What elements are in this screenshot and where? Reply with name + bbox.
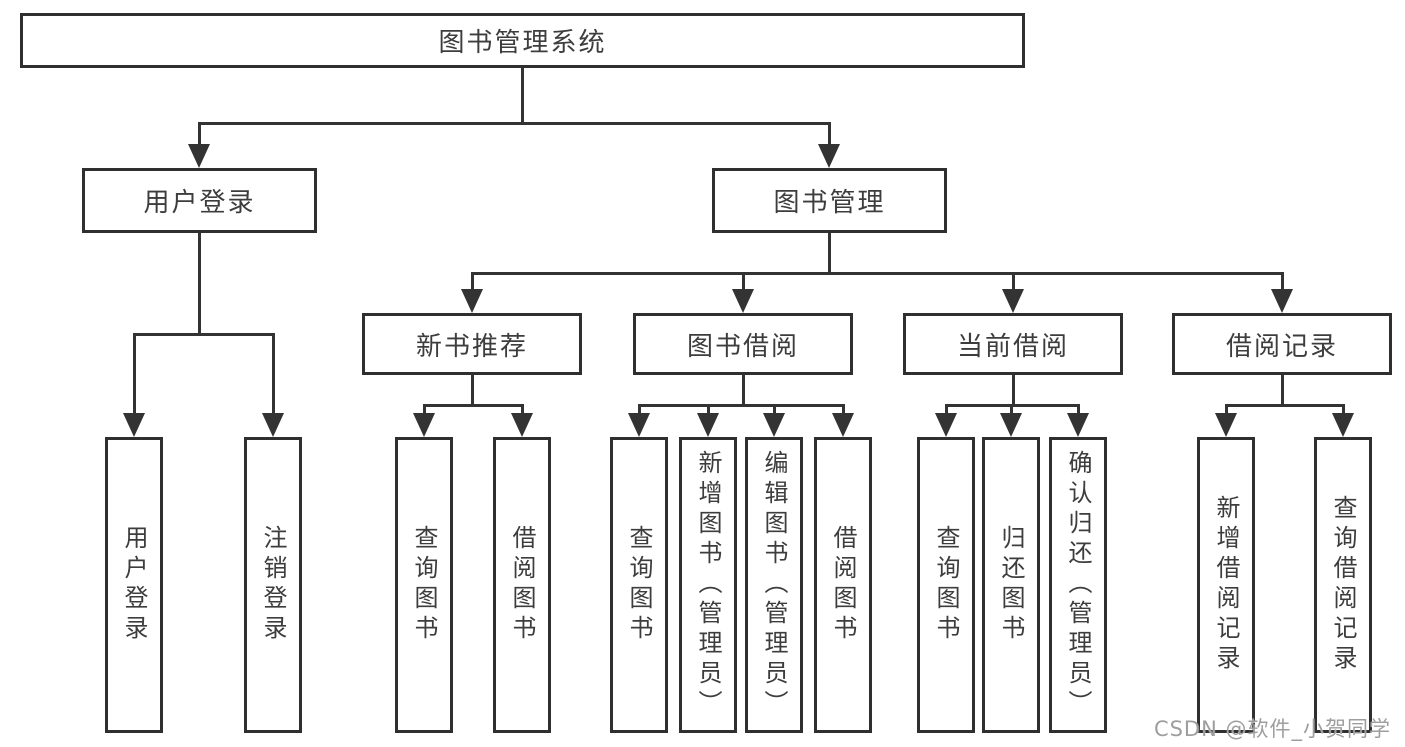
- connector-stem: [1012, 272, 1015, 292]
- leaf-borrow-book: 借阅图书: [814, 437, 872, 733]
- connector-stem: [945, 404, 948, 416]
- leaf-query-book-recommend: 查询图书: [395, 437, 453, 733]
- connector-stem: [828, 122, 831, 147]
- node-borrow-records-label: 借阅记录: [1225, 331, 1338, 362]
- connector-stem: [842, 404, 845, 416]
- leaf-logout-label: 注销登录: [259, 525, 287, 645]
- leaf-add-borrow-record-label: 新增借阅记录: [1212, 495, 1240, 675]
- leaf-borrow-book-recommend-label: 借阅图书: [508, 525, 536, 645]
- connector-stem: [1077, 404, 1080, 416]
- leaf-user-login-label: 用户登录: [120, 525, 148, 645]
- arrow-down-icon: [763, 413, 785, 437]
- leaf-edit-book-admin-label: 编辑图书（管理员）: [760, 450, 788, 720]
- connector-stem: [1281, 375, 1284, 407]
- leaf-return-book: 归还图书: [982, 437, 1040, 733]
- connector-stem: [1010, 404, 1013, 416]
- connector-stem: [742, 375, 745, 407]
- leaf-confirm-return-admin: 确认归还（管理员）: [1049, 437, 1107, 733]
- connector-stem: [471, 375, 474, 407]
- leaf-borrow-book-label: 借阅图书: [829, 525, 857, 645]
- connector-stem: [1225, 404, 1228, 416]
- connector-bracket: [423, 404, 523, 407]
- leaf-borrow-book-recommend: 借阅图书: [493, 437, 551, 733]
- connector-stem: [638, 404, 641, 416]
- leaf-query-book-borrow-label: 查询图书: [625, 525, 653, 645]
- connector-book-management-bracket: [471, 272, 1284, 275]
- connector-stem: [1342, 404, 1345, 416]
- node-root: 图书管理系统: [20, 13, 1025, 68]
- connector-stem: [423, 404, 426, 416]
- connector-book-management-stem: [828, 233, 831, 275]
- connector-root-bracket: [198, 122, 831, 125]
- node-borrow-records: 借阅记录: [1172, 313, 1392, 375]
- arrow-down-icon: [461, 289, 483, 313]
- arrow-down-icon: [188, 144, 210, 168]
- arrow-down-icon: [262, 413, 284, 437]
- node-user-login-label: 用户登录: [143, 188, 256, 218]
- node-book-management: 图书管理: [712, 168, 947, 233]
- arrow-down-icon: [935, 413, 957, 437]
- arrow-down-icon: [832, 413, 854, 437]
- connector-stem: [272, 333, 275, 416]
- node-new-book-recommend: 新书推荐: [362, 313, 582, 375]
- arrow-down-icon: [1002, 289, 1024, 313]
- node-book-borrow-label: 图书借阅: [686, 331, 799, 362]
- connector-bracket: [1225, 404, 1344, 407]
- connector-stem: [707, 404, 710, 416]
- connector-stem: [773, 404, 776, 416]
- connector-stem: [471, 272, 474, 292]
- arrow-down-icon: [1215, 413, 1237, 437]
- connector-stem: [1281, 272, 1284, 292]
- node-user-login: 用户登录: [82, 168, 317, 233]
- leaf-query-book-current-label: 查询图书: [932, 525, 960, 645]
- arrow-down-icon: [123, 413, 145, 437]
- leaf-query-book-current: 查询图书: [917, 437, 975, 733]
- arrow-down-icon: [1332, 413, 1354, 437]
- leaf-add-borrow-record: 新增借阅记录: [1197, 437, 1255, 733]
- leaf-logout: 注销登录: [244, 437, 302, 733]
- arrow-down-icon: [732, 289, 754, 313]
- leaf-edit-book-admin: 编辑图书（管理员）: [745, 437, 803, 733]
- connector-stem: [133, 333, 136, 416]
- leaf-query-borrow-record: 查询借阅记录: [1314, 437, 1372, 733]
- node-book-management-label: 图书管理: [773, 188, 886, 218]
- leaf-confirm-return-admin-label: 确认归还（管理员）: [1064, 450, 1092, 720]
- connector-user-login-bracket: [133, 333, 274, 336]
- node-root-label: 图书管理系统: [438, 28, 607, 58]
- connector-stem: [198, 122, 201, 147]
- leaf-query-borrow-record-label: 查询借阅记录: [1329, 495, 1357, 675]
- arrow-down-icon: [1067, 413, 1089, 437]
- leaf-query-book-borrow: 查询图书: [610, 437, 668, 733]
- leaf-query-book-recommend-label: 查询图书: [410, 525, 438, 645]
- connector-stem: [742, 272, 745, 292]
- node-current-borrow-label: 当前借阅: [956, 331, 1069, 362]
- leaf-user-login: 用户登录: [105, 437, 163, 733]
- watermark-text: CSDN @软件_小贺同学: [1153, 717, 1391, 741]
- arrow-down-icon: [818, 144, 840, 168]
- connector-stem: [1012, 375, 1015, 407]
- arrow-down-icon: [628, 413, 650, 437]
- node-book-borrow: 图书借阅: [633, 313, 853, 375]
- node-new-book-recommend-label: 新书推荐: [415, 331, 528, 362]
- arrow-down-icon: [1271, 289, 1293, 313]
- arrow-down-icon: [511, 413, 533, 437]
- connector-bracket: [638, 404, 844, 407]
- connector-stem: [521, 404, 524, 416]
- connector-user-login-stem: [198, 233, 201, 336]
- arrow-down-icon: [413, 413, 435, 437]
- leaf-add-book-admin: 新增图书（管理员）: [679, 437, 737, 733]
- node-current-borrow: 当前借阅: [903, 313, 1123, 375]
- arrow-down-icon: [1000, 413, 1022, 437]
- leaf-return-book-label: 归还图书: [997, 525, 1025, 645]
- connector-root-stem: [521, 68, 524, 122]
- leaf-add-book-admin-label: 新增图书（管理员）: [694, 450, 722, 720]
- arrow-down-icon: [697, 413, 719, 437]
